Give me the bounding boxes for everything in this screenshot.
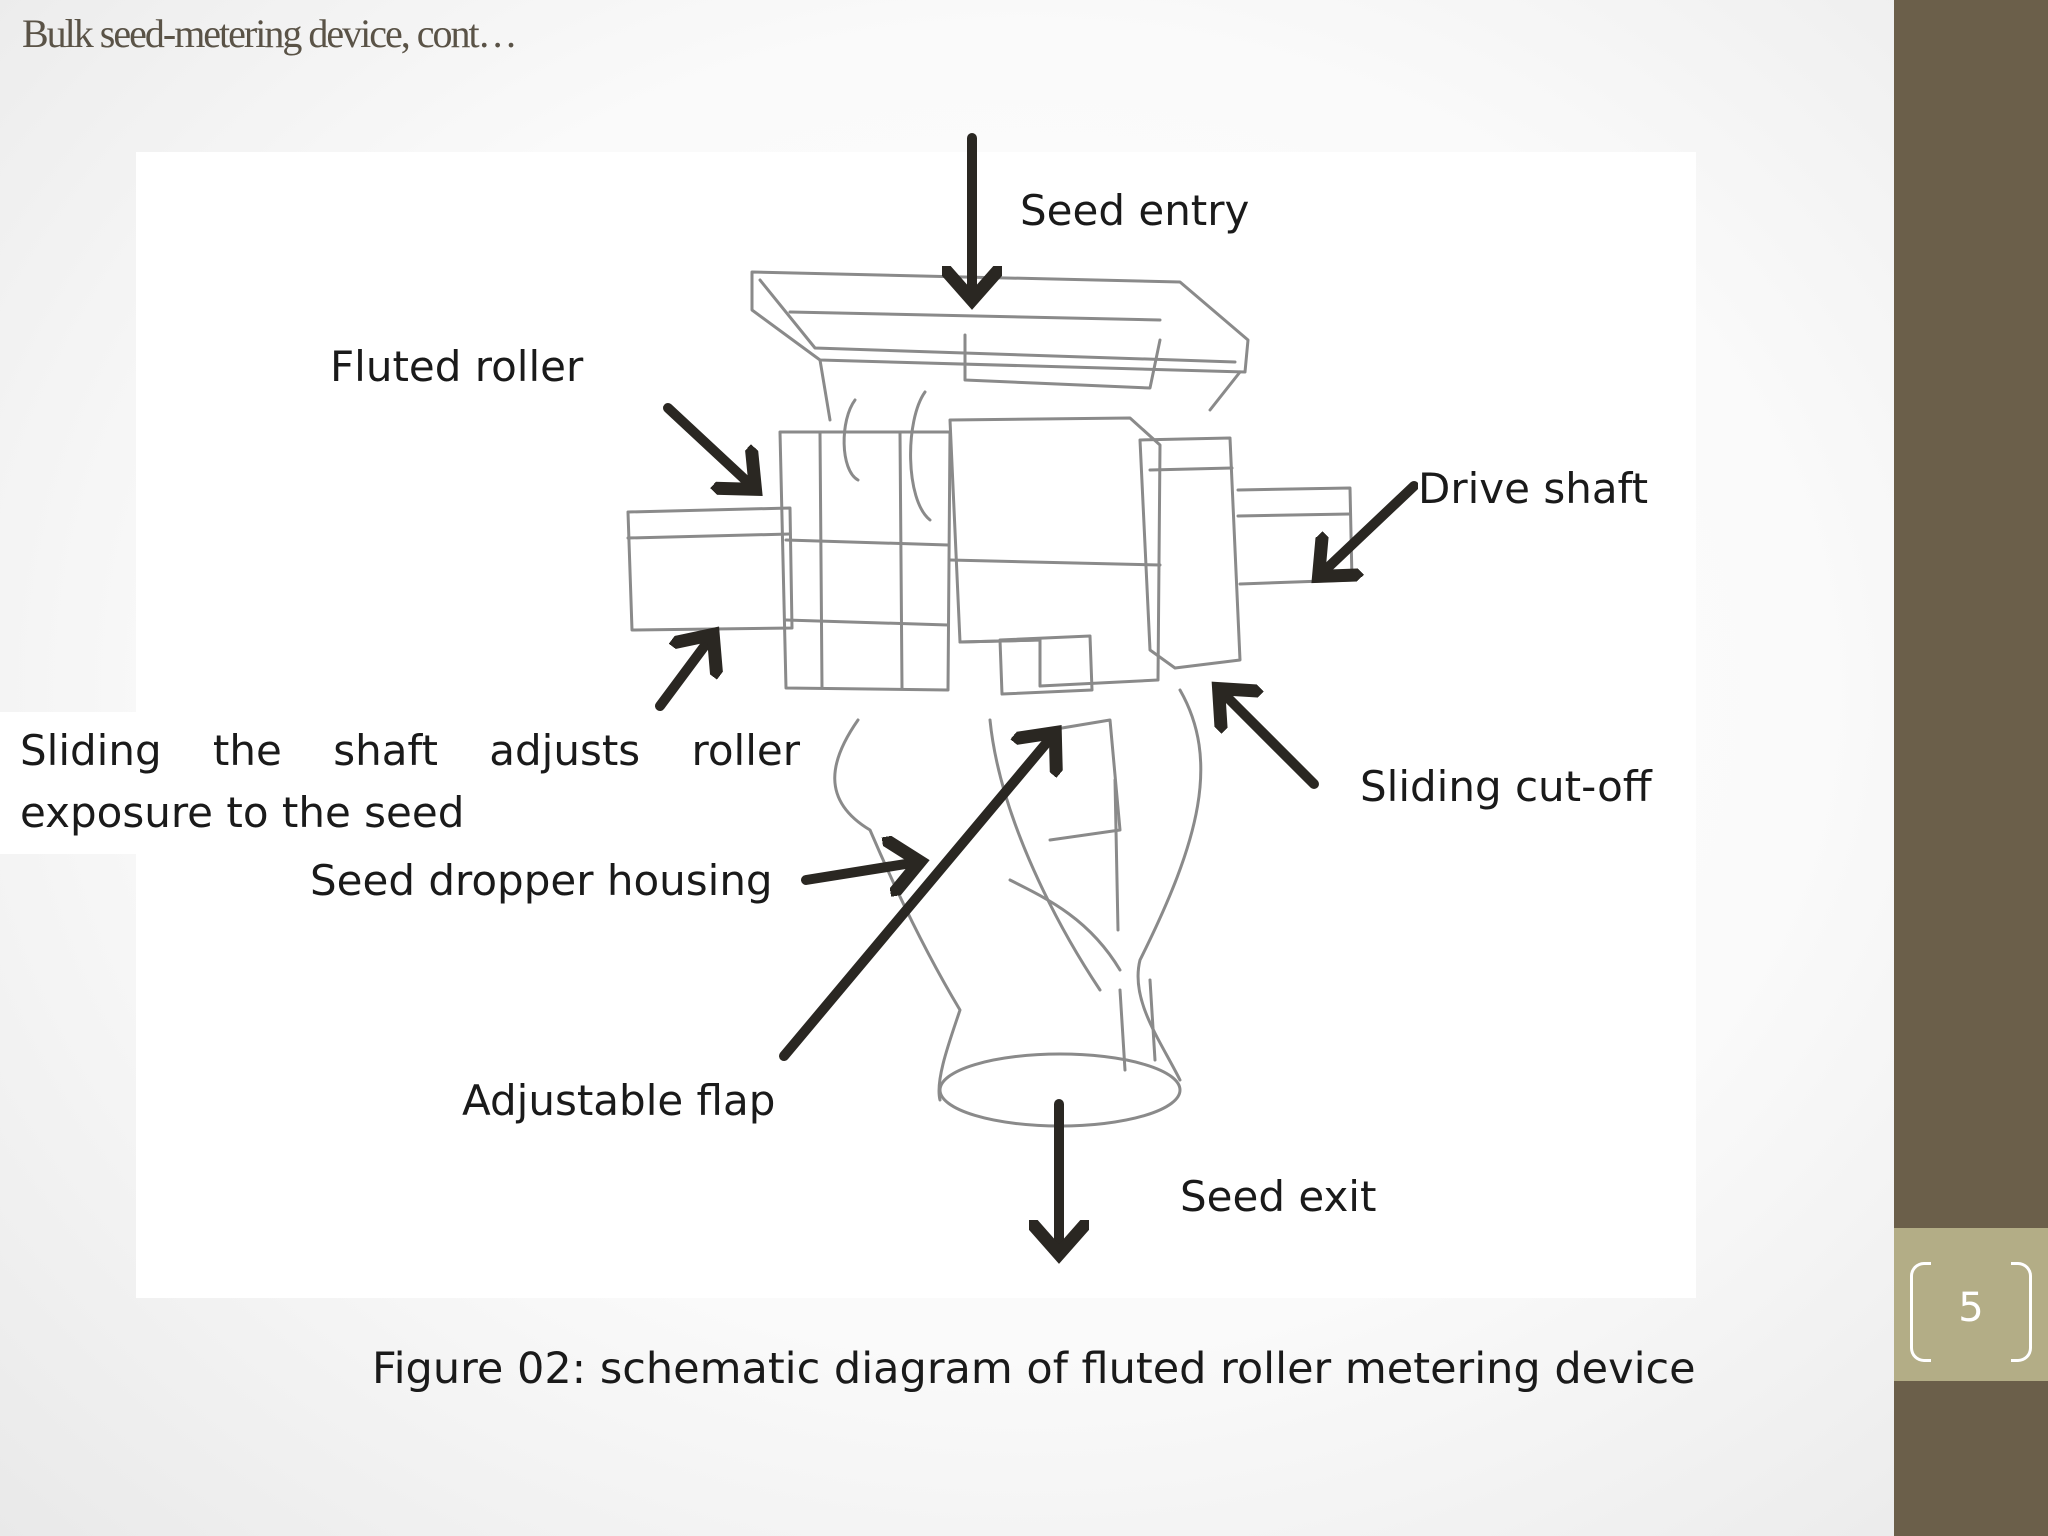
label-adjustable-flap: Adjustable flap [462,1074,776,1128]
central-body [948,416,1162,688]
figure-caption: Figure 02: schematic diagram of fluted r… [372,1344,1696,1394]
dropper-housing [833,718,962,1102]
label-seed-entry: Seed entry [1020,184,1250,238]
shaft-left [626,506,794,632]
dropper-housing-arrow [801,862,918,880]
right-bracket [1138,436,1242,670]
page-bracket-left [1910,1262,1931,1362]
label-seed-exit: Seed exit [1160,1170,1387,1224]
shaft-right [1236,486,1354,586]
label-seed-dropper-housing: Seed dropper housing [300,854,773,908]
hopper-top [750,270,1250,374]
label-sliding-shaft-note: Sliding the shaft adjusts roller exposur… [0,712,800,854]
label-sliding-cutoff: Sliding cut-off [1350,760,1652,814]
page-number: 5 [1958,1285,1984,1331]
sliding-shaft-arrow [655,636,712,711]
fluted-roller-block [778,430,952,692]
slide-title: Bulk seed-metering device, cont… [22,11,518,56]
page-bracket-right [2011,1262,2032,1362]
label-fluted-roller: Fluted roller [330,340,584,394]
drive-shaft-arrow [1320,481,1419,575]
fluted-roller-arrow [663,403,754,488]
label-drive-shaft: Drive shaft [1418,462,1649,516]
sliding-cutoff-arrow [1220,690,1319,789]
adjustable-flap-arrow [779,734,1054,1061]
